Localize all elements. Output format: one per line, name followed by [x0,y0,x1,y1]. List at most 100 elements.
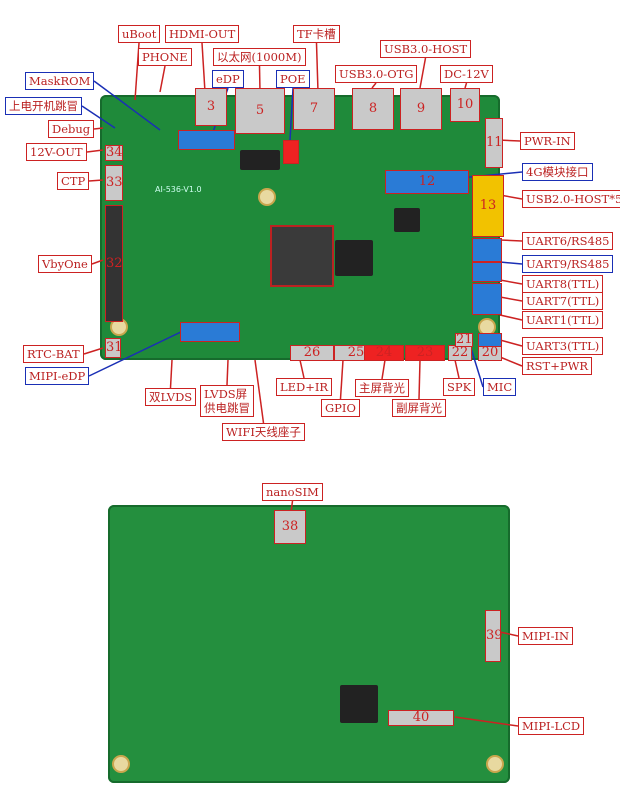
connector: 24 [364,345,404,361]
connector: 7 [293,88,335,130]
label-ledir: LED+IR [276,378,333,396]
callout-arrow [371,82,377,89]
connector: 38 [274,510,306,544]
connector-number: 32 [106,256,123,271]
connector-number: 9 [416,101,426,116]
connector-number: 7 [309,101,319,116]
connector-number: 20 [481,345,499,360]
connector: 22 [448,345,472,361]
connector: 3 [195,88,227,126]
label-hdmi: HDMI-OUT [165,25,240,43]
callout-arrow [499,279,523,285]
connector [472,283,502,315]
connector: 11 [485,118,503,168]
connector-number: 25 [347,345,365,360]
connector: 39 [485,610,503,662]
label-edp: eDP [212,70,244,88]
connector: 20 [478,345,502,361]
callout-arrow [499,339,523,347]
connector: 5 [235,88,285,134]
connector: 40 [388,710,454,726]
connector [472,238,502,262]
connector-number: 8 [368,101,378,116]
connector-number: 13 [479,198,497,213]
callout-arrow [159,65,166,93]
connector: 32 [105,205,123,322]
mount-hole [112,755,130,773]
label-pwrin: PWR-IN [520,132,575,150]
callout-arrow [454,359,460,379]
board-bottom-side [108,505,510,783]
label-nanosim: nanoSIM [262,483,323,501]
mount-hole [486,755,504,773]
connector-number: 3 [206,99,216,114]
callout-arrow [499,296,523,302]
label-rtc: RTC-BAT [23,345,84,363]
label-usb3host: USB3.0-HOST [380,40,472,58]
connector-number: 24 [375,345,393,360]
connector-number: 26 [303,345,321,360]
connector-number: 11 [486,135,503,150]
connector-number: 23 [416,345,434,360]
label-eth: 以太网(1000M) [213,48,306,66]
board-silkscreen: AI-536-V1.0 [155,185,202,194]
connector: 9 [400,88,442,130]
soc-chip [270,225,334,287]
connector-number: 34 [106,145,123,160]
connector: 10 [450,88,480,122]
connector [478,333,502,347]
label-tf: TF卡槽 [293,25,340,43]
callout-arrow [93,127,104,130]
callout-arrow [169,359,173,389]
label-v12out: 12V-OUT [26,143,87,161]
connector-number: 12 [418,174,436,189]
label-wifi: WIFI天线座子 [222,423,305,441]
connector: 8 [352,88,394,130]
connector [472,262,502,282]
connector-number: 22 [451,345,469,360]
label-debug: Debug [48,120,95,138]
callout-arrow [499,314,523,321]
label-usb2: USB2.0-HOST*5 [522,190,620,208]
label-dc12v: DC-12V [440,65,493,83]
callout-arrow [418,359,421,400]
label-mipiin: MIPI-IN [518,627,574,645]
connector: 23 [405,345,445,361]
callout-arrow [299,359,305,379]
connector-number: 31 [106,340,123,355]
callout-arrow [88,329,186,377]
connector: 33 [105,165,123,201]
callout-arrow [254,359,265,424]
mount-hole [258,188,276,206]
callout-arrow [499,356,523,367]
connector [180,322,240,342]
label-poe: POE [276,70,310,88]
label-uart8: UART8(TTL) [522,275,604,293]
callout-arrow [339,359,344,400]
callout-arrow [499,261,523,265]
connector-number: 33 [106,175,123,190]
callout-arrow [499,631,519,637]
connector-number: 21 [456,332,473,347]
label-phone: PHONE [138,48,192,66]
connector-number: 38 [281,519,299,534]
callout-arrow [86,149,104,153]
label-uart3: UART3(TTL) [522,337,604,355]
label-maskrom: MaskROM [25,72,95,90]
connector: 13 [472,175,504,237]
callout-arrow [88,179,104,182]
callout-arrow [289,87,294,141]
label-ctp: CTP [57,172,90,190]
label-uboot: uBoot [118,25,161,43]
label-lvdsjmp: LVDS屏 供电跳冒 [200,385,254,417]
connector: 26 [290,345,334,361]
callout-arrow [83,347,104,355]
memory-chip [335,240,373,276]
callout-arrow [469,344,484,388]
callout-arrow [315,42,319,93]
callout-arrow [499,239,523,242]
label-mic: MIC [483,378,517,396]
connector: 21 [455,333,473,347]
connector-number: 39 [486,628,503,643]
